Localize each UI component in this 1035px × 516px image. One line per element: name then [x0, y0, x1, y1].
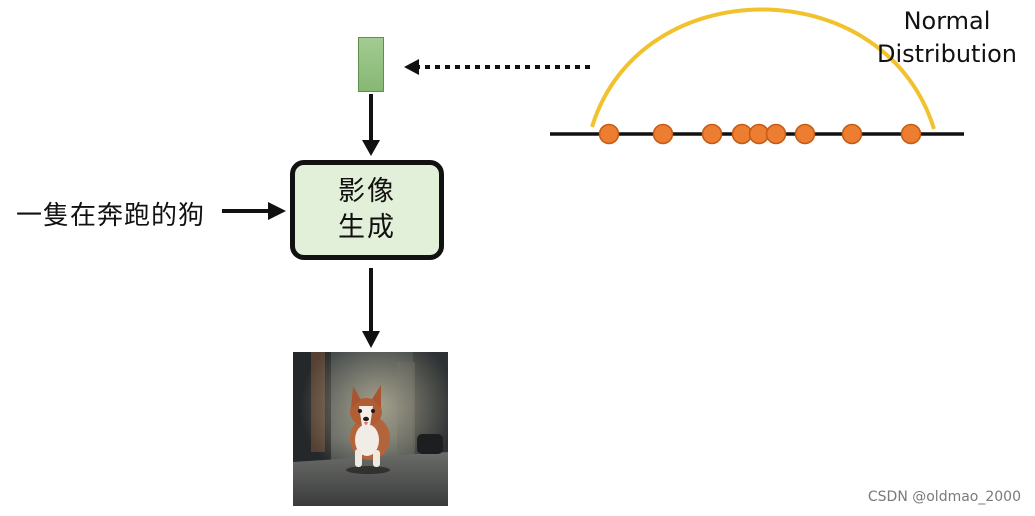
sample-point [701, 123, 723, 145]
distribution-label: Normal Distribution [877, 5, 1017, 71]
distribution-label-line1: Normal [903, 7, 991, 35]
generator-label-line1: 影像 [338, 176, 396, 207]
dog-illustration [293, 352, 448, 506]
image-generator-box: 影像 生成 [290, 160, 444, 260]
sample-points [598, 123, 922, 145]
sample-point [765, 123, 787, 145]
prompt-to-generator-arrowhead [268, 202, 286, 220]
normal-distribution-curve [590, 7, 936, 130]
distribution-label-line2: Distribution [876, 40, 1017, 68]
sample-arrowhead [404, 59, 419, 75]
sample-point [748, 123, 770, 145]
watermark-text: CSDN @oldmao_2000 [867, 489, 1021, 505]
latent-noise-vector [358, 37, 384, 92]
generator-to-output-arrowhead [362, 331, 380, 348]
latent-to-generator-arrowhead [362, 140, 380, 156]
sample-point [794, 123, 816, 145]
sample-point [841, 123, 863, 145]
generated-dog-image [293, 352, 448, 506]
sample-point [598, 123, 620, 145]
sample-point [731, 123, 753, 145]
generator-label-line2: 生成 [338, 212, 396, 243]
prompt-text: 一隻在奔跑的狗 [16, 201, 206, 231]
sample-point [652, 123, 674, 145]
sample-point [900, 123, 922, 145]
